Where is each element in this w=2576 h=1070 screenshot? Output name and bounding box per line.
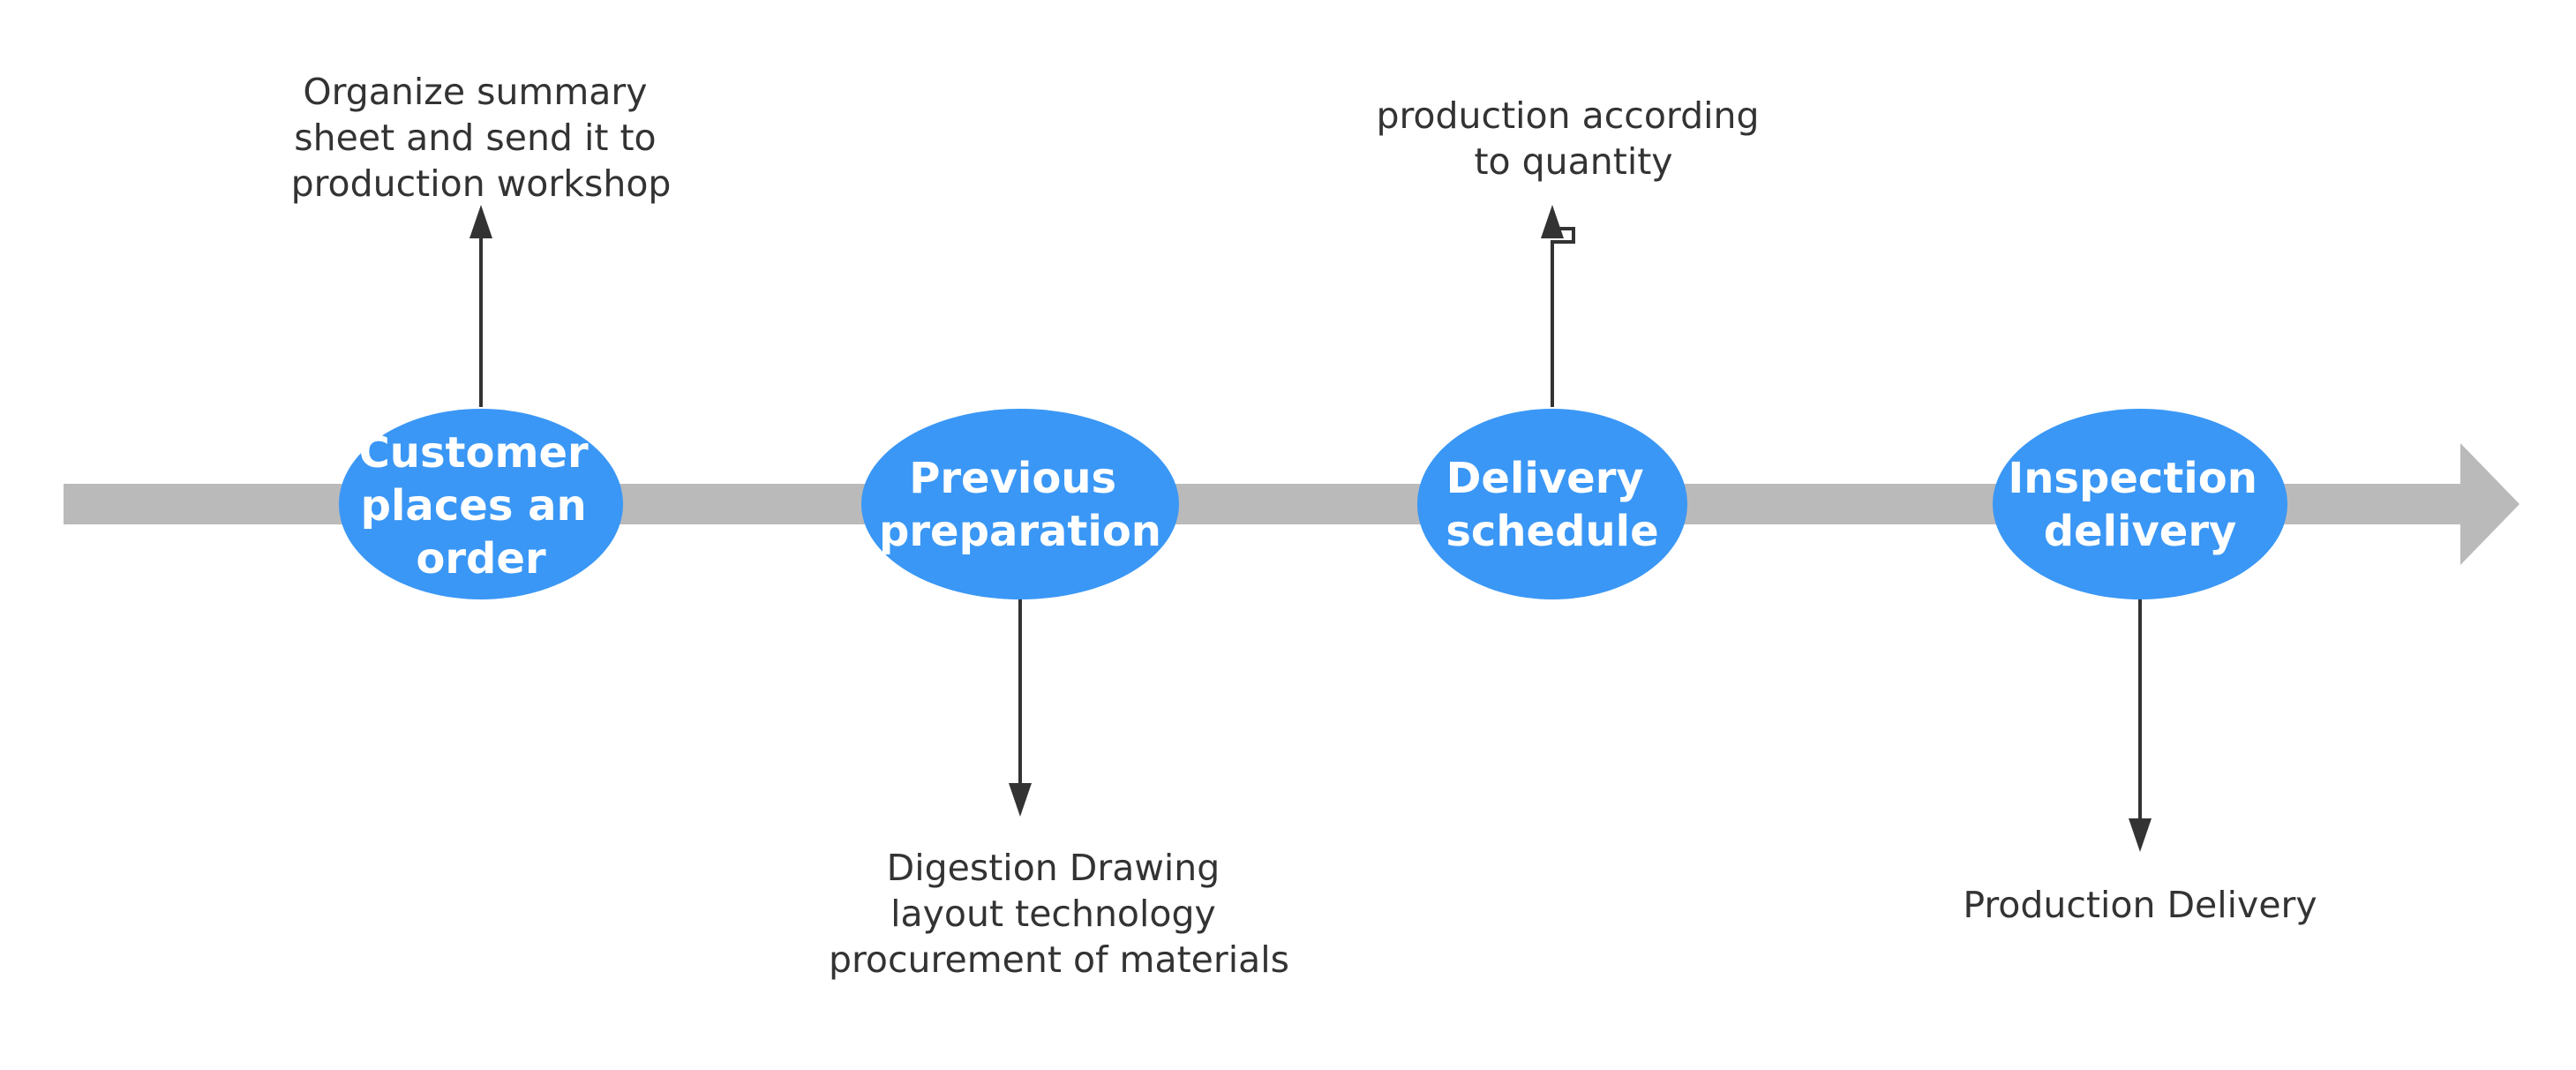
note-line: to quantity: [1474, 140, 1672, 183]
node-label-line: schedule: [1446, 507, 1658, 556]
node-previous-preparation[interactable]: [861, 409, 1179, 599]
note-line: production according: [1376, 94, 1759, 137]
stage-customer-order: Customer places an order Organize summar…: [291, 71, 672, 599]
node-label-line: order: [416, 534, 546, 584]
arrowhead-inspection-delivery: [2129, 818, 2152, 852]
stage-previous-preparation: Previous preparation Digestion Drawing l…: [829, 409, 1289, 981]
note-customer-order: Organize summary sheet and send it to pr…: [291, 71, 672, 205]
stage-delivery-schedule: Delivery schedule production according t…: [1376, 94, 1770, 599]
node-label-customer-order: Customer places an order: [359, 428, 604, 584]
note-line: production workshop: [291, 162, 672, 205]
node-delivery-schedule[interactable]: [1417, 409, 1687, 599]
node-label-inspection-delivery: Inspection delivery: [2008, 454, 2272, 556]
node-label-line: Customer: [359, 428, 589, 478]
note-previous-preparation: Digestion Drawing layout technology proc…: [829, 847, 1289, 981]
note-inspection-delivery: Production Delivery: [1963, 884, 2317, 926]
node-inspection-delivery[interactable]: [1993, 409, 2287, 599]
node-label-line: Inspection: [2008, 454, 2257, 503]
note-line: layout technology: [890, 893, 1216, 935]
arrowhead-previous-preparation: [1009, 783, 1032, 817]
note-line: Digestion Drawing: [887, 847, 1220, 889]
note-line: sheet and send it to: [294, 117, 656, 159]
arrowhead-customer-order: [469, 205, 492, 238]
node-label-line: delivery: [2044, 507, 2237, 556]
arrowhead-delivery-schedule: [1541, 205, 1564, 238]
note-delivery-schedule: production according to quantity: [1376, 94, 1770, 183]
node-label-line: preparation: [879, 507, 1161, 556]
node-label-delivery-schedule: Delivery schedule: [1446, 454, 1658, 556]
node-label-line: Delivery: [1446, 454, 1644, 503]
node-label-line: places an: [361, 481, 587, 531]
timeline-arrow: [64, 443, 2520, 565]
stage-inspection-delivery: Inspection delivery Production Delivery: [1963, 409, 2317, 926]
note-line: Production Delivery: [1963, 884, 2317, 926]
node-customer-order[interactable]: [339, 409, 623, 599]
node-label-line: Previous: [909, 454, 1116, 503]
note-line: procurement of materials: [829, 938, 1289, 981]
note-line: Organize summary: [303, 71, 647, 113]
connector-delivery-schedule: [1551, 227, 1575, 407]
node-label-previous-preparation: Previous preparation: [879, 454, 1161, 556]
